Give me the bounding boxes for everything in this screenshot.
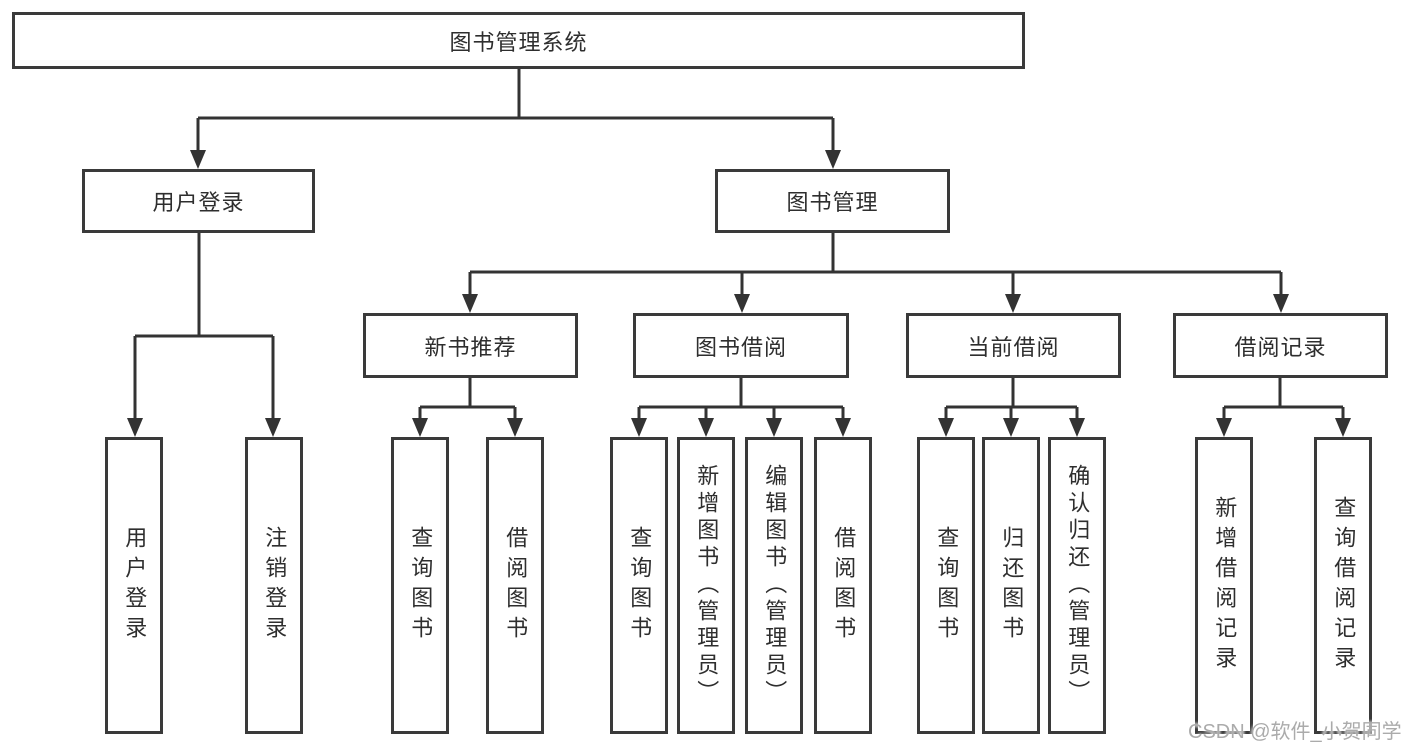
leaf-add-book-admin: 新增图书（管理员） xyxy=(677,437,735,734)
leaf-edit-book-admin-label: 编辑图书（管理员） xyxy=(762,464,788,707)
node-book-management: 图书管理 xyxy=(715,169,950,233)
leaf-query-books-borrow-label: 查询图书 xyxy=(627,525,653,646)
leaf-user-login-label: 用户登录 xyxy=(122,525,148,646)
node-new-book-recommend-label: 新书推荐 xyxy=(424,334,517,360)
node-root: 图书管理系统 xyxy=(12,12,1025,69)
leaf-return-book-label: 归还图书 xyxy=(999,525,1025,646)
node-borrow-records-label: 借阅记录 xyxy=(1234,334,1327,360)
leaf-confirm-return-admin-label: 确认归还（管理员） xyxy=(1065,464,1091,707)
leaf-borrow-books-recommend: 借阅图书 xyxy=(486,437,544,734)
leaf-add-borrow-record-label: 新增借阅记录 xyxy=(1212,495,1238,676)
leaf-borrow-books-borrow-label: 借阅图书 xyxy=(831,525,857,646)
leaf-borrow-books-recommend-label: 借阅图书 xyxy=(503,525,529,646)
node-user-login-label: 用户登录 xyxy=(152,190,245,215)
leaf-query-borrow-record: 查询借阅记录 xyxy=(1314,437,1372,734)
leaf-user-login: 用户登录 xyxy=(105,437,163,734)
node-root-label: 图书管理系统 xyxy=(449,29,588,55)
leaf-query-books-current-label: 查询图书 xyxy=(934,525,960,646)
node-book-management-label: 图书管理 xyxy=(786,190,879,215)
node-new-book-recommend: 新书推荐 xyxy=(363,313,578,378)
leaf-logout-label: 注销登录 xyxy=(262,525,288,646)
node-current-borrow-label: 当前借阅 xyxy=(967,334,1060,360)
leaf-logout: 注销登录 xyxy=(245,437,303,734)
leaf-return-book: 归还图书 xyxy=(982,437,1040,734)
leaf-query-books-recommend-label: 查询图书 xyxy=(408,525,434,646)
leaf-edit-book-admin: 编辑图书（管理员） xyxy=(745,437,803,734)
leaf-query-books-recommend: 查询图书 xyxy=(391,437,449,734)
leaf-confirm-return-admin: 确认归还（管理员） xyxy=(1048,437,1106,734)
leaf-borrow-books-borrow: 借阅图书 xyxy=(814,437,872,734)
leaf-query-books-borrow: 查询图书 xyxy=(610,437,668,734)
node-borrow-records: 借阅记录 xyxy=(1173,313,1388,378)
node-current-borrow: 当前借阅 xyxy=(906,313,1121,378)
csdn-watermark: CSDN @软件_小贺同学 xyxy=(1188,721,1402,743)
leaf-query-borrow-record-label: 查询借阅记录 xyxy=(1331,495,1357,676)
node-user-login: 用户登录 xyxy=(82,169,315,233)
leaf-add-book-admin-label: 新增图书（管理员） xyxy=(694,464,720,707)
node-book-borrow-label: 图书借阅 xyxy=(694,334,787,360)
leaf-add-borrow-record: 新增借阅记录 xyxy=(1195,437,1253,734)
node-book-borrow: 图书借阅 xyxy=(633,313,849,378)
leaf-query-books-current: 查询图书 xyxy=(917,437,975,734)
